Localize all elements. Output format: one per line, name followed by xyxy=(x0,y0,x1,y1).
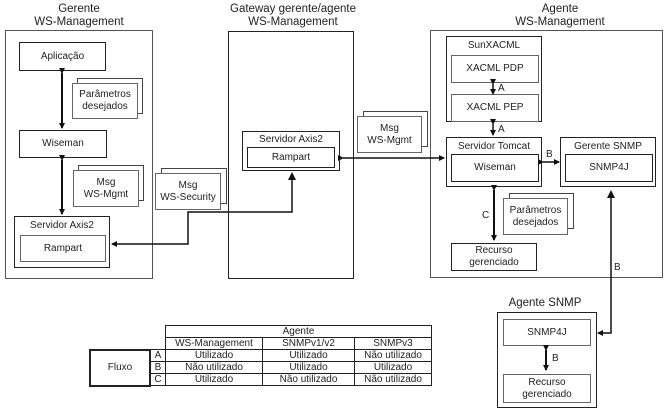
gerente-snmp-label: Gerente SNMP xyxy=(574,141,642,152)
gerente-snmp-box: Gerente SNMP SNMP4J xyxy=(560,137,656,187)
flow-label-a2: A xyxy=(498,124,505,135)
msg-mgmt-line2: WS-Mgmt xyxy=(367,134,412,146)
msg-line1: Msg xyxy=(96,176,116,188)
msg-security-line2: WS-Security xyxy=(160,191,216,203)
col-header: SNMPv1/v2 xyxy=(262,337,355,350)
flow-label-b-snmp: B xyxy=(552,353,559,364)
table-cell: Utilizado xyxy=(262,349,355,362)
gerente-title: Gerente WS-Management xyxy=(5,3,153,29)
aplicacao-label: Aplicação xyxy=(40,50,85,62)
xacml-pdp-label: XACML PDP xyxy=(466,63,524,74)
table-cell: Não utilizado xyxy=(262,373,355,386)
servidor-axis2-label: Servidor Axis2 xyxy=(30,220,94,231)
rampart-box-gerente: Rampart xyxy=(20,235,106,262)
flow-label-a1: A xyxy=(498,83,505,94)
flow-table: Agente WS-Management SNMPv1/v2 SNMPv3 Fl… xyxy=(89,325,432,387)
table-cell: Utilizado xyxy=(165,349,263,362)
flow-label-b-vertical: B xyxy=(614,262,621,273)
flow-id: A xyxy=(149,349,166,362)
snmp4j-label: SNMP4J xyxy=(589,162,629,173)
table-header-agente: Agente xyxy=(165,325,432,338)
servidor-axis2-gateway: Servidor Axis2 Rampart xyxy=(242,131,340,171)
sunxacml-label: SunXACML xyxy=(467,40,521,51)
msg-security-line1: Msg xyxy=(178,179,198,191)
xacml-pep-label: XACML PEP xyxy=(466,102,524,113)
sunxacml-box: SunXACML XACML PDP XACML PEP xyxy=(446,36,542,122)
col-header: SNMPv3 xyxy=(354,337,432,350)
xacml-pep-box: XACML PEP xyxy=(451,94,539,122)
table-cell: Utilizado xyxy=(165,373,263,386)
snmp4j-agente-label: SNMP4J xyxy=(527,326,567,338)
parametros-agente-line1: Parâmetros xyxy=(509,204,562,216)
recurso-line1: Recurso xyxy=(475,245,513,256)
wiseman-label: Wiseman xyxy=(42,138,84,149)
msg-line2: WS-Mgmt xyxy=(83,188,129,200)
table-row: Fluxo A Utilizado Utilizado Não utilizad… xyxy=(89,348,432,387)
table-row: C Utilizado Não utilizado Não utilizado xyxy=(90,373,432,386)
arrow-gerente-snmp-to-agente xyxy=(597,192,612,336)
flow-id: C xyxy=(149,373,166,386)
parametros-agente-line2: desejados xyxy=(512,216,559,228)
wiseman-box-agente: Wiseman xyxy=(451,154,539,182)
servidor-tomcat-box: Servidor Tomcat Wiseman xyxy=(446,137,542,187)
servidor-tomcat-label: Servidor Tomcat xyxy=(457,141,531,152)
rampart-gateway-label: Rampart xyxy=(271,151,311,163)
agente-snmp-title: Agente SNMP xyxy=(500,297,590,310)
agente-title: Agente WS-Management xyxy=(500,3,620,29)
servidor-axis2-gateway-label: Servidor Axis2 xyxy=(259,134,323,145)
flow-label-b-tomcat: B xyxy=(546,149,553,160)
recurso-snmp-line1: Recurso xyxy=(528,376,566,388)
agente-title-line2: WS-Management xyxy=(515,16,605,28)
row-header-fluxo: Fluxo xyxy=(89,348,151,387)
agente-snmp-title-text: Agente SNMP xyxy=(508,297,582,309)
snmp4j-box-agente: SNMP4J xyxy=(503,319,591,346)
table-cell: Utilizado xyxy=(262,361,355,374)
gerente-title-line1: Gerente xyxy=(58,3,100,15)
table-cell: Não utilizado xyxy=(165,361,263,374)
col-header: WS-Management xyxy=(165,337,263,350)
msg-mgmt-line1: Msg xyxy=(380,122,399,134)
recurso-line2: gerenciado xyxy=(469,257,519,268)
wiseman-box-gerente: Wiseman xyxy=(19,130,107,158)
gateway-title-line1: Gateway gerente/agente xyxy=(230,3,356,15)
recurso-snmp-line2: gerenciado xyxy=(522,388,572,400)
table-cell: Não utilizado xyxy=(354,373,432,386)
servidor-axis2-gerente: Servidor Axis2 Rampart xyxy=(14,216,110,268)
snmp4j-box-gerente: SNMP4J xyxy=(565,154,653,182)
parametros-line2: desejados xyxy=(82,101,128,112)
flow-label-c: C xyxy=(482,210,490,221)
wiseman-agente-label: Wiseman xyxy=(474,162,516,173)
rampart-label: Rampart xyxy=(43,242,83,254)
arrowhead-gateway-rampart xyxy=(288,172,296,180)
arrow-gateway-to-gerente xyxy=(111,174,293,247)
gateway-title-line2: WS-Management xyxy=(248,16,338,28)
aplicacao-box: Aplicação xyxy=(19,42,106,71)
gerente-title-line2: WS-Management xyxy=(34,16,124,28)
agente-title-line1: Agente xyxy=(541,3,579,15)
rampart-box-gateway: Rampart xyxy=(247,147,335,168)
table-cell: Utilizado xyxy=(354,361,432,374)
table-cell: Não utilizado xyxy=(354,349,432,362)
arrowhead-gerente-snmp xyxy=(607,190,615,198)
gateway-title: Gateway gerente/agente WS-Management xyxy=(218,3,368,29)
flow-id: B xyxy=(149,361,166,374)
parametros-line1: Parâmetros xyxy=(79,89,131,100)
